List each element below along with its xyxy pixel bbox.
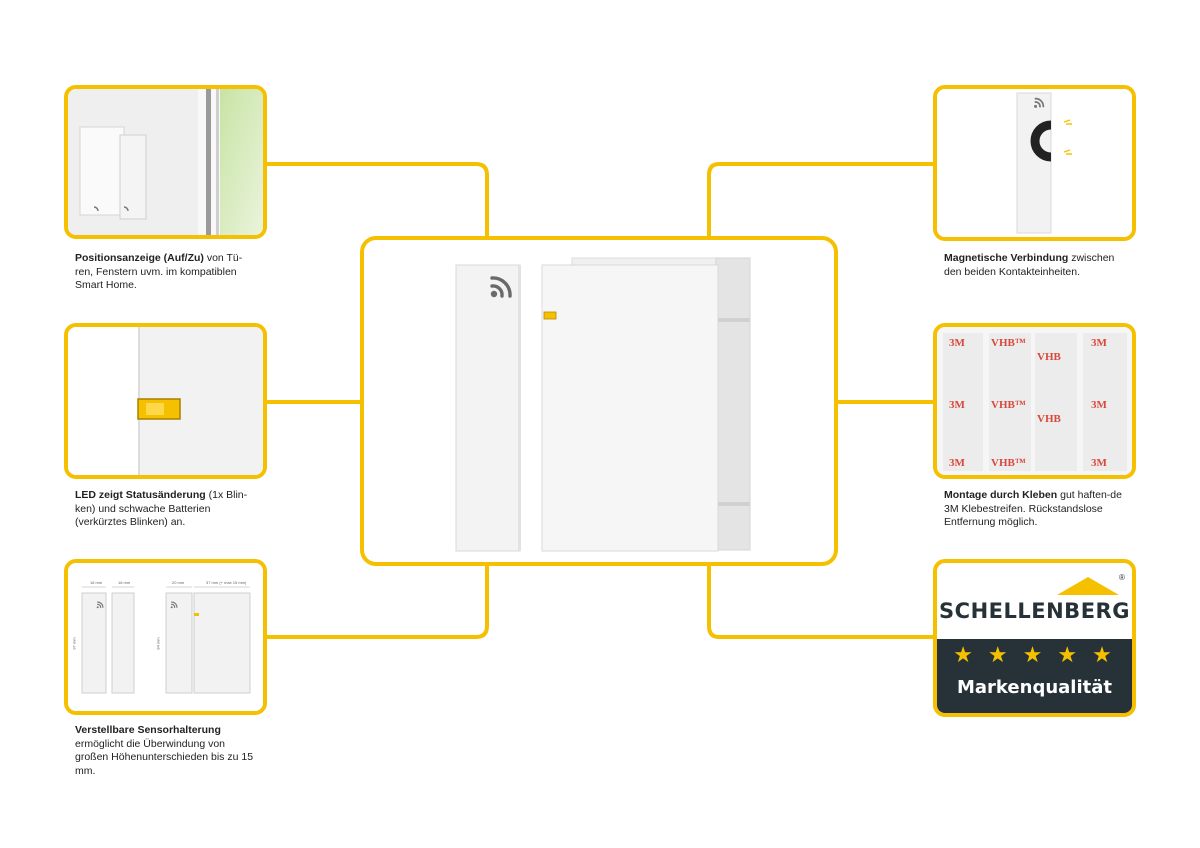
led-photo-box xyxy=(64,323,267,479)
tape-print-2: VHB™ xyxy=(991,337,1026,349)
brand-tagline: Markenqualität xyxy=(957,677,1112,698)
roof-logo-icon xyxy=(1057,577,1119,595)
wifi-icon xyxy=(170,601,178,609)
brand-name: SCHELLENBERG xyxy=(939,599,1130,623)
tape-print-7: VHB xyxy=(1037,413,1061,425)
tape-photo-box: 3M VHB™ VHB 3M 3M VHB™ VHB 3M 3M VHB™ 3M xyxy=(933,323,1136,479)
led-caption: LED zeigt Statusänderung (1x Blin-ken) u… xyxy=(75,489,248,528)
position-caption: Positionsanzeige (Auf/Zu) von Tü-ren, Fe… xyxy=(75,252,243,291)
logo-dark-panel: ★ ★ ★ ★ ★ Markenqualität xyxy=(937,639,1132,713)
mount-caption: Montage durch Kleben gut haften-de 3M Kl… xyxy=(944,489,1122,528)
tape-print-11: 3M xyxy=(1091,457,1107,469)
magnet-illustration xyxy=(937,89,1132,237)
rating-stars: ★ ★ ★ ★ ★ xyxy=(953,643,1116,668)
dim-height-2: 84 mm xyxy=(155,637,161,650)
tape-print-8: 3M xyxy=(1091,399,1107,411)
dim-height-1: 97 mm xyxy=(71,637,77,650)
tape-print-9: 3M xyxy=(949,457,965,469)
tape-print-6: VHB™ xyxy=(991,399,1026,411)
product-illustration xyxy=(455,257,751,552)
tape-print-5: 3M xyxy=(949,399,965,411)
sensor-caption: Verstellbare Sensorhalterung ermöglicht … xyxy=(75,724,254,777)
dim-width-3: 20 mm xyxy=(172,580,185,585)
dimension-drawing xyxy=(68,563,263,711)
magnet-icon xyxy=(1030,120,1052,162)
dim-width-4: 37 mm (+ max 15 mm) xyxy=(206,580,247,585)
magnet-caption: Magnetische Verbindung zwischen den beid… xyxy=(944,252,1115,278)
window-photo xyxy=(68,89,263,235)
registered-mark: ® xyxy=(1119,573,1125,582)
dim-width-1: 16 mm xyxy=(90,580,103,585)
wifi-icon xyxy=(490,276,512,298)
tape-photo xyxy=(937,327,1132,475)
dim-width-2: 16 mm xyxy=(118,580,131,585)
product-main-box xyxy=(360,236,838,566)
brand-logo-box: ® SCHELLENBERG ★ ★ ★ ★ ★ Markenqualität xyxy=(933,559,1136,717)
tape-print-1: 3M xyxy=(949,337,965,349)
wifi-icon xyxy=(96,601,104,609)
magnet-photo-box xyxy=(933,85,1136,241)
led-photo xyxy=(68,327,263,475)
position-photo-box xyxy=(64,85,267,239)
tape-print-4: 3M xyxy=(1091,337,1107,349)
tape-print-3: VHB xyxy=(1037,351,1061,363)
tape-print-10: VHB™ xyxy=(991,457,1026,469)
sensor-dimension-box: 16 mm 16 mm 20 mm 37 mm (+ max 15 mm) 97… xyxy=(64,559,267,715)
wifi-icon xyxy=(1034,97,1045,108)
